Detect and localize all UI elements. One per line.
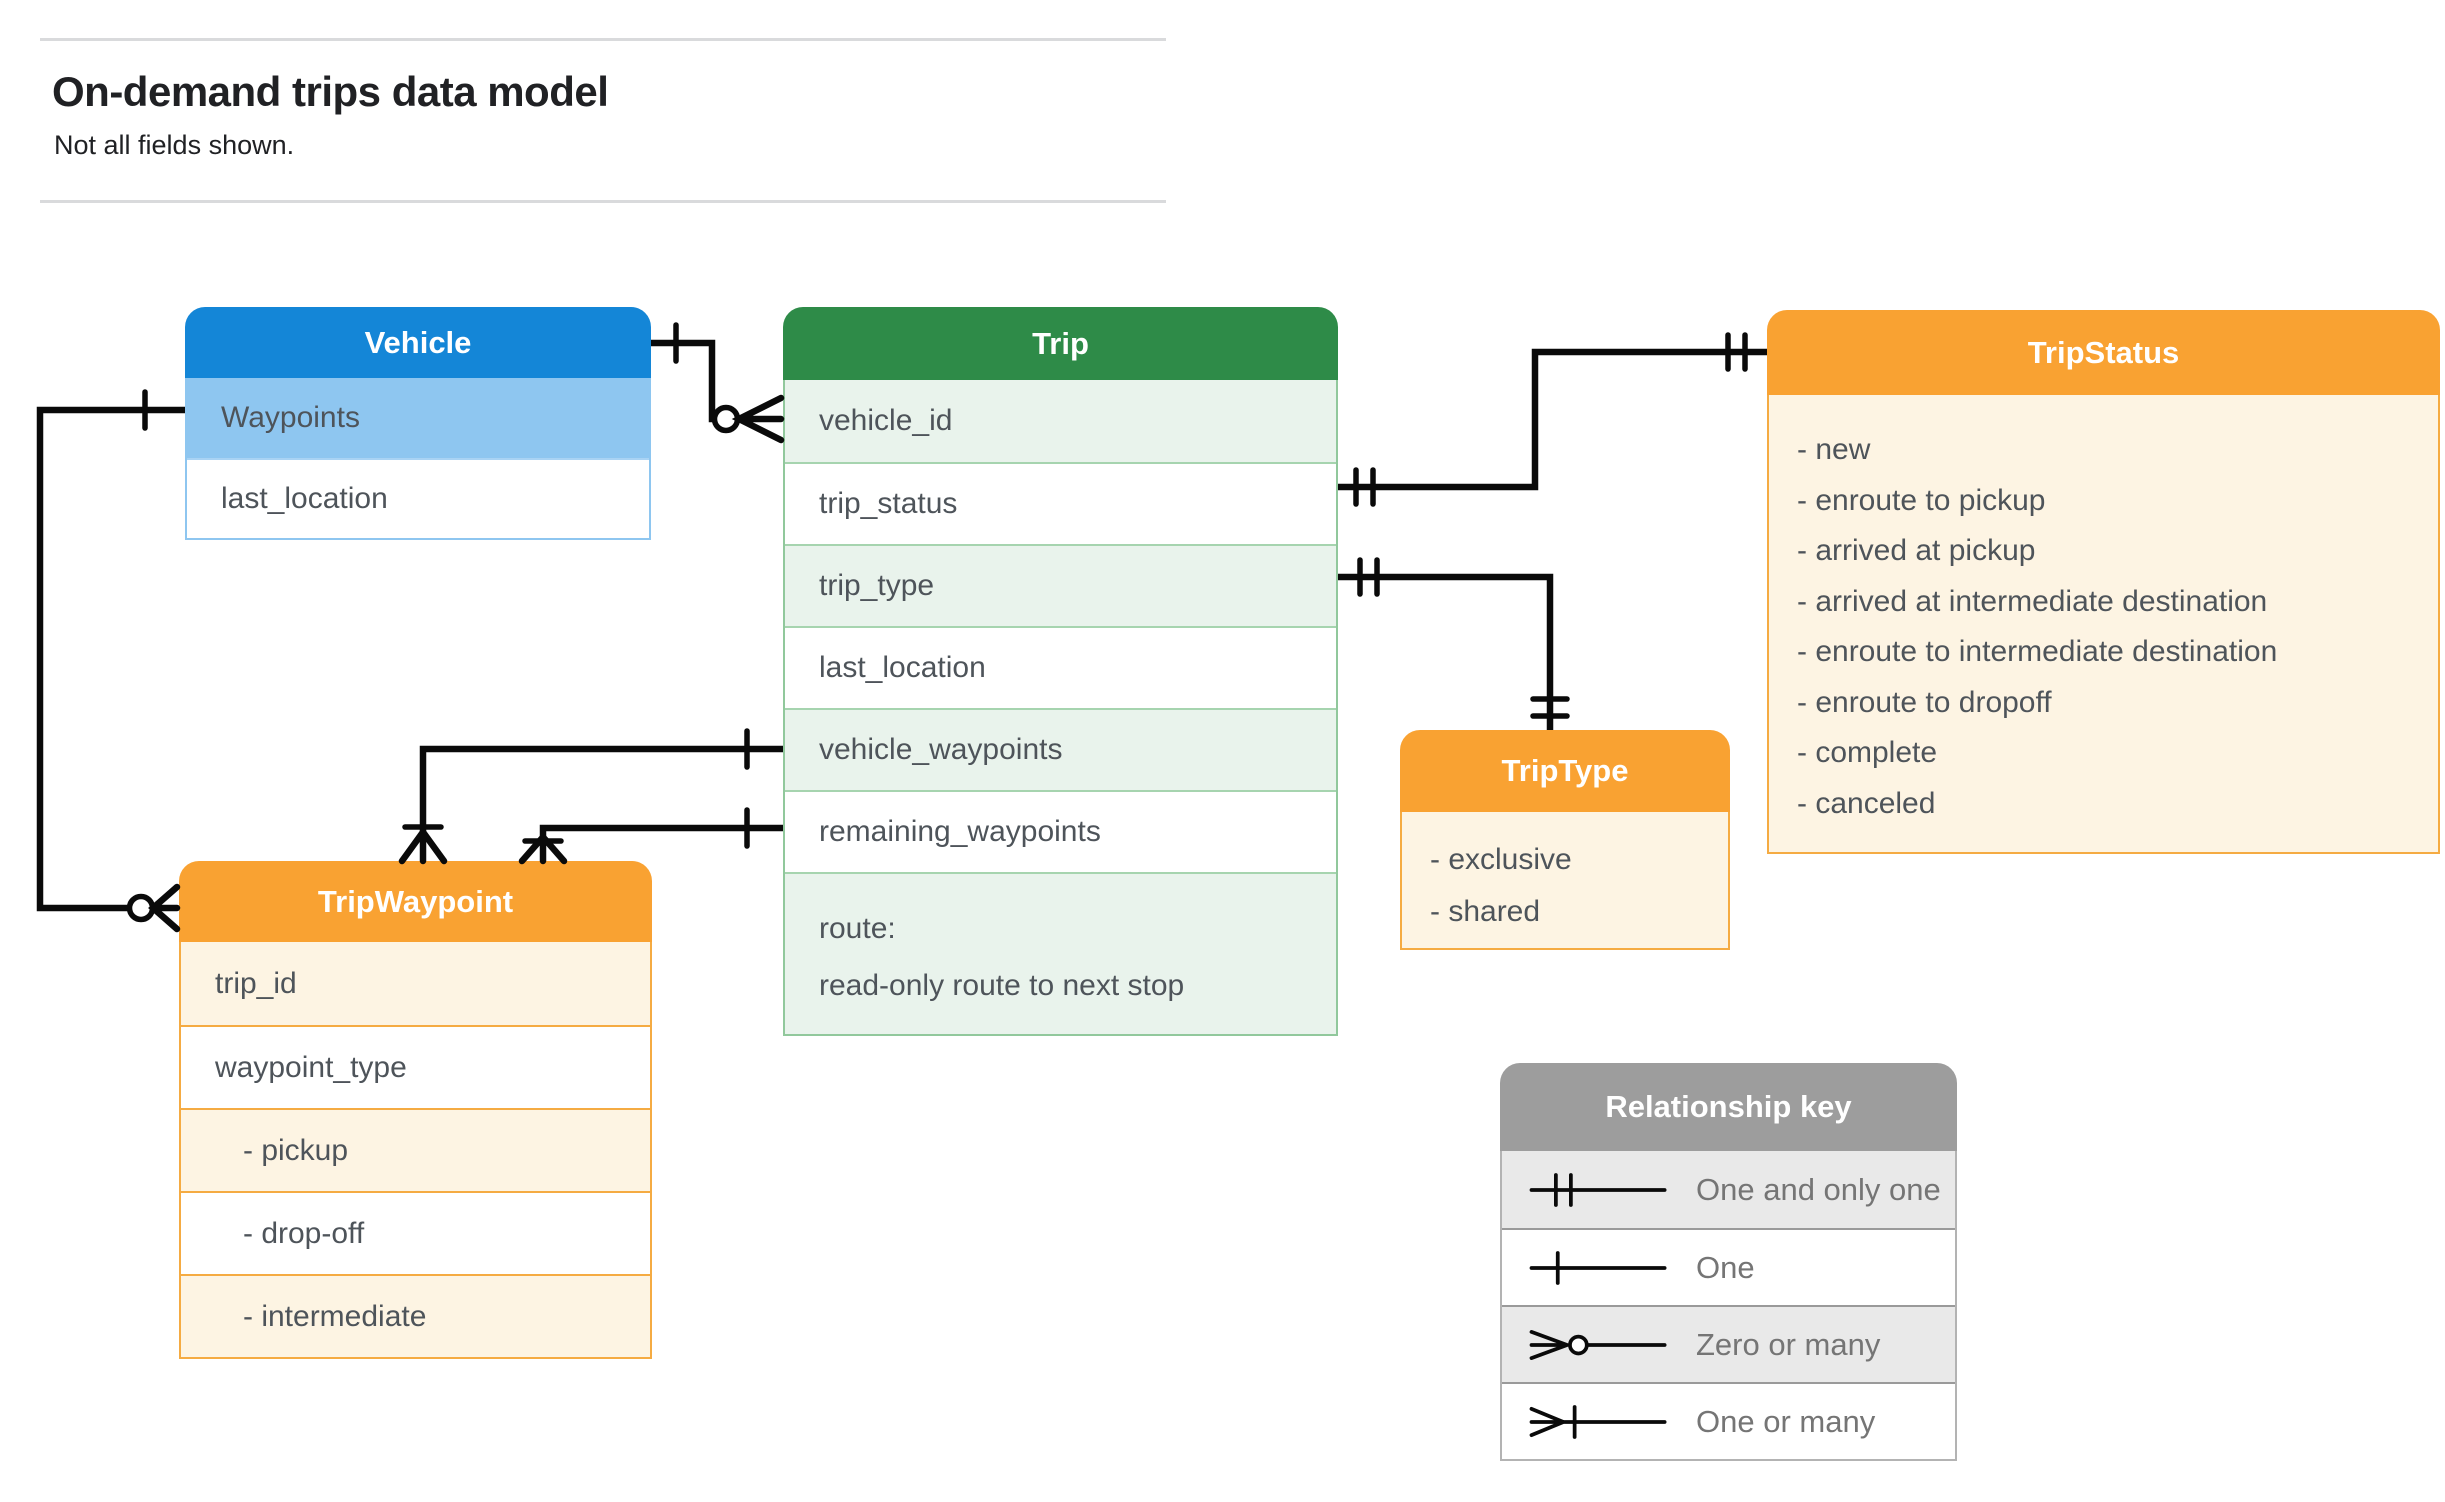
enum-value: - new [1797, 433, 1871, 466]
legend-label: One or many [1696, 1403, 1876, 1439]
enum-value: - arrived at pickup [1797, 534, 2036, 567]
entity-tripstatus-body: - new - enroute to pickup - arrived at p… [1767, 395, 2440, 854]
legend-row: One and only one [1502, 1151, 1955, 1228]
top-divider [40, 38, 1166, 41]
legend-row: Zero or many [1502, 1305, 1955, 1382]
enum-value: - enroute to dropoff [1797, 685, 2052, 719]
zero-or-many-icon [1529, 1329, 1667, 1360]
entity-triptype-title: TripType [1400, 730, 1730, 812]
field-label: route: [819, 912, 896, 945]
field-label: vehicle_id [819, 404, 953, 437]
entity-triptype: TripType - exclusive - shared [1400, 730, 1730, 950]
table-row: trip_id [181, 942, 650, 1025]
table-row: - pickup [181, 1108, 650, 1191]
connector-trip-triptype [1338, 557, 1570, 730]
table-row-route: route: read-only route to next stop [785, 872, 1336, 1034]
field-label: - intermediate [243, 1299, 427, 1333]
entity-tripwaypoint-body: trip_id waypoint_type - pickup - drop-of… [179, 942, 652, 1359]
entity-tripstatus-title: TripStatus [1767, 310, 2440, 395]
one-icon [1529, 1250, 1667, 1285]
legend-row: One or many [1502, 1382, 1955, 1459]
enum-value: - complete [1797, 736, 1938, 769]
entity-trip-body: vehicle_id trip_status trip_type last_lo… [783, 380, 1338, 1036]
table-row: Waypoints [187, 378, 649, 458]
entity-trip: Trip vehicle_id trip_status trip_type la… [783, 307, 1338, 1036]
enum-value: - enroute to intermediate destination [1797, 635, 2278, 668]
table-row: remaining_waypoints [785, 790, 1336, 872]
entity-vehicle-body: Waypoints last_location [185, 378, 651, 540]
legend-label: One and only one [1696, 1171, 1941, 1207]
connector-trip-tripstatus [1338, 332, 1767, 507]
field-label: last_location [221, 482, 388, 515]
table-row: trip_status [785, 462, 1336, 544]
table-row: last_location [785, 626, 1336, 708]
enum-value: - canceled [1797, 786, 1936, 820]
enum-value: - shared [1430, 895, 1541, 928]
field-label: trip_id [215, 966, 297, 1000]
page-subtitle: Not all fields shown. [54, 130, 295, 160]
connector-vehiclewaypoints-tripwaypoint [398, 728, 783, 865]
entity-vehicle: Vehicle Waypoints last_location [185, 307, 651, 540]
field-label: waypoint_type [215, 1050, 407, 1084]
field-label: trip_type [819, 569, 935, 602]
connector-remainingwaypoints-tripwaypoint [518, 807, 783, 865]
entity-tripwaypoint-title: TripWaypoint [179, 861, 652, 942]
enum-value: - exclusive [1430, 843, 1572, 876]
one-and-only-one-icon [1529, 1172, 1667, 1207]
entity-triptype-body: - exclusive - shared [1400, 812, 1730, 950]
entity-tripwaypoint: TripWaypoint trip_id waypoint_type - pic… [179, 861, 652, 1359]
table-row: - drop-off [181, 1191, 650, 1274]
relationship-key: Relationship key One and only one One [1500, 1063, 1957, 1461]
entity-trip-title: Trip [783, 307, 1338, 380]
relationship-key-body: One and only one One Zero or many [1500, 1151, 1957, 1461]
table-row: last_location [187, 458, 649, 538]
legend-row: One [1502, 1228, 1955, 1305]
connector-vehicle-trip [651, 322, 785, 444]
field-label: trip_status [819, 487, 958, 520]
header-bottom-divider [40, 200, 1166, 203]
entity-tripstatus: TripStatus - new - enroute to pickup - a… [1767, 310, 2440, 854]
field-label: - pickup [243, 1133, 349, 1167]
legend-label: One [1696, 1249, 1755, 1285]
connector-vehicle-tripwaypoint [36, 389, 185, 933]
field-label: Waypoints [221, 401, 360, 434]
enum-value: - enroute to pickup [1797, 483, 2046, 517]
field-description: read-only route to next stop [819, 969, 1185, 1002]
field-label: vehicle_waypoints [819, 733, 1063, 766]
legend-label: Zero or many [1696, 1326, 1881, 1362]
one-or-many-icon [1529, 1404, 1667, 1439]
table-row: trip_type [785, 544, 1336, 626]
entity-vehicle-title: Vehicle [185, 307, 651, 378]
field-label: last_location [819, 651, 986, 684]
table-row: vehicle_id [785, 380, 1336, 462]
table-row: waypoint_type [181, 1025, 650, 1108]
field-label: remaining_waypoints [819, 815, 1101, 848]
enum-value: - arrived at intermediate destination [1797, 584, 2268, 618]
relationship-key-title: Relationship key [1500, 1063, 1957, 1151]
page-title: On-demand trips data model [52, 68, 609, 115]
table-row: - intermediate [181, 1274, 650, 1357]
table-row: vehicle_waypoints [785, 708, 1336, 790]
field-label: - drop-off [243, 1216, 365, 1250]
